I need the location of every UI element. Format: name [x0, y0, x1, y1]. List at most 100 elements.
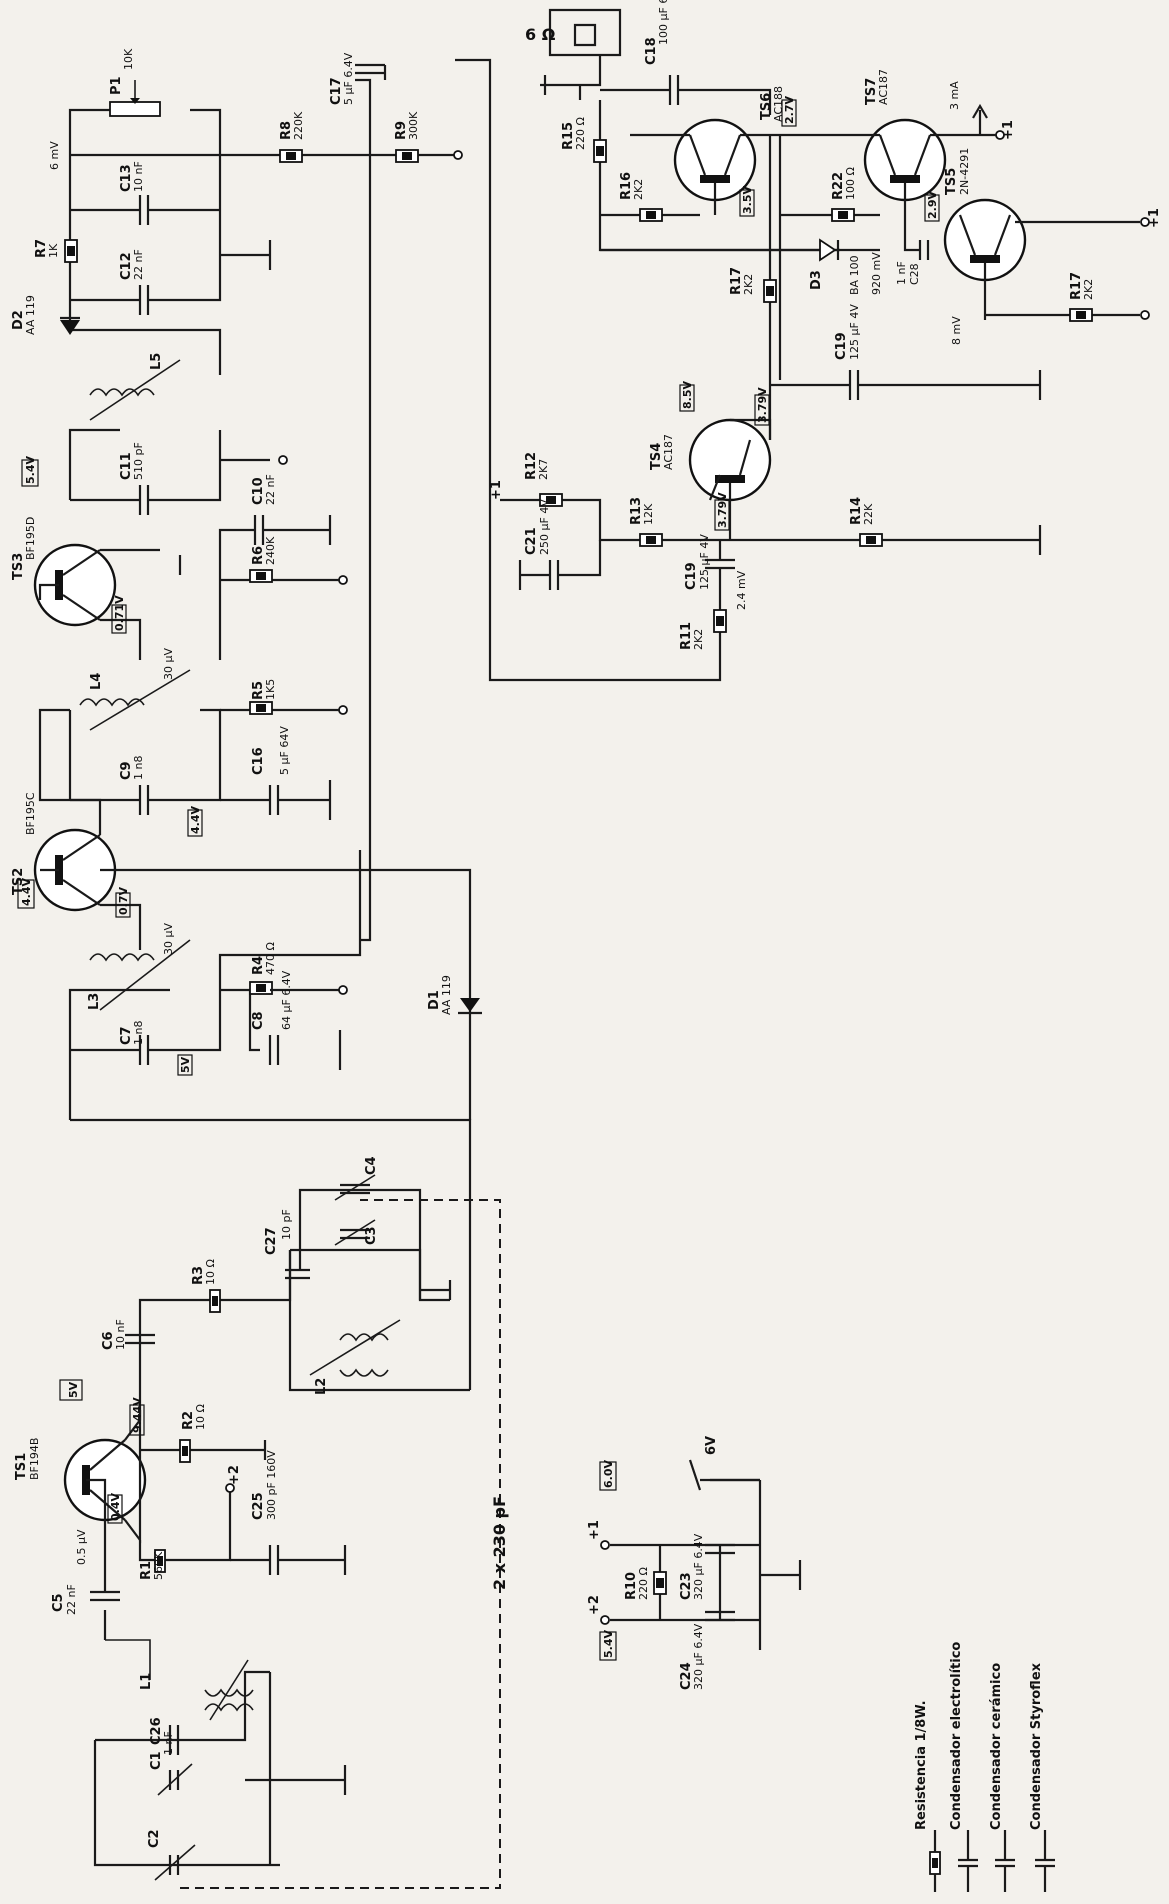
r2-label: R2	[181, 1411, 196, 1430]
ts7-transistor	[775, 118, 960, 215]
r12-value: 2K7	[537, 459, 550, 480]
ts7-type: AC187	[877, 69, 890, 105]
r3-value: 10 Ω	[204, 1259, 217, 1285]
d3-label: D3	[809, 270, 824, 290]
legend-electrolytic: Condensador electrolítico	[949, 1642, 964, 1830]
v-5v-box: 5V	[179, 1056, 192, 1073]
l2-label: L2	[314, 1378, 329, 1395]
d2-type: AA 119	[24, 295, 37, 335]
r10-value: 220 Ω	[637, 1567, 650, 1600]
c26-value: 1 nF	[162, 1731, 175, 1755]
r6-label: R6	[251, 546, 266, 565]
ts3-transistor	[33, 543, 160, 660]
ts2-emitter-v: 4.4V	[189, 806, 202, 834]
plus1-r12: +1	[489, 480, 504, 500]
c18-value: 250 µF 4V	[538, 499, 551, 555]
c12-label: C12	[119, 252, 134, 280]
af-feed-line	[455, 58, 722, 682]
plus1-ts7: +1	[1001, 120, 1016, 140]
v-24mv: 2.4 mV	[735, 570, 748, 610]
r16-label: R17	[729, 267, 744, 295]
legend	[929, 1830, 1055, 1892]
r10-label: R10	[624, 1572, 639, 1600]
ts3-label: TS3	[11, 553, 26, 580]
ts5-label: TS5	[944, 168, 959, 195]
r17-label: R17	[1069, 272, 1084, 300]
ts7-current: 3 mA	[948, 81, 961, 110]
c23-value: 320 µF 6.4V	[692, 1533, 705, 1600]
ts4-transistor	[688, 418, 772, 540]
c10-value: 22 nF	[264, 474, 277, 505]
ts1-vb: 0.4V	[109, 1493, 122, 1521]
l1-label: L1	[139, 1673, 154, 1690]
c17-label: C19	[684, 562, 699, 590]
r22-value: 100 Ω	[844, 167, 857, 200]
v-6mv: 6 mV	[48, 141, 61, 170]
v-30uv-b: 30 µV	[162, 648, 175, 680]
r4-value: 470 Ω	[264, 942, 277, 975]
c27-label: C27	[264, 1227, 279, 1255]
c1-label: C1	[149, 1751, 164, 1770]
c8-label: C8	[251, 1011, 266, 1030]
ts6-transistor	[630, 118, 775, 215]
battery-label: 6V	[704, 1436, 719, 1455]
c2-label: C2	[147, 1829, 162, 1848]
if-stage-2	[38, 669, 472, 960]
c28-label: C28	[908, 263, 921, 285]
c28-value: 1 nF	[895, 261, 908, 285]
ts2-vc: 4.4V	[20, 878, 33, 906]
c5-capacitor	[90, 1570, 120, 1640]
legend-resistor: Resistencia 1/8W.	[914, 1700, 929, 1830]
c24-value: 320 µF 6.4V	[692, 1623, 705, 1690]
c13-label: C13	[119, 164, 134, 192]
oscillator-tank	[285, 1174, 470, 1392]
ts2-type: BF195C	[24, 792, 37, 835]
ts4-label: TS4	[649, 443, 664, 470]
detector-filter	[64, 63, 463, 942]
ts4-vc: 3.79V	[756, 387, 769, 423]
ts1-vc: 9.44V	[131, 1397, 144, 1433]
plus2-ts1: +2	[227, 1465, 242, 1485]
c25-value: 300 pF 160V	[265, 1450, 278, 1520]
c19-value: 125 µF 4V	[848, 304, 861, 360]
c18-label: C21	[524, 527, 539, 555]
c11-label: C11	[119, 452, 134, 480]
if-stage-1	[68, 850, 362, 1120]
gang-link	[180, 1199, 501, 1889]
c17-value: 125 µF 4V	[698, 534, 711, 590]
c27-value: 10 pF	[280, 1209, 293, 1240]
l3-label: L3	[87, 993, 102, 1010]
r16-value: 2K2	[742, 274, 755, 295]
d1-type: AA 119	[440, 975, 453, 1015]
speaker	[540, 8, 622, 100]
ts2-transistor	[33, 770, 142, 950]
c15-value: 5 µF 64V	[278, 726, 291, 775]
antenna-tank	[93, 1639, 345, 1881]
ts1-type: BF194B	[28, 1438, 41, 1480]
c7-label: C7	[119, 1026, 134, 1045]
c6-label: C6	[101, 1331, 116, 1350]
ts4-vb: 8.5V	[681, 381, 694, 409]
c21-label: C18	[644, 37, 659, 65]
r2-value: 10 Ω	[194, 1404, 207, 1430]
r3-label: R3	[191, 1266, 206, 1285]
r19-value: 2K2	[632, 179, 645, 200]
r1-value: 560K	[152, 1551, 165, 1580]
r7-label: R7	[34, 239, 49, 258]
ts7-label: TS7	[864, 78, 879, 105]
ts5-transistor	[943, 198, 1140, 320]
ts6-label: TS6	[759, 93, 774, 120]
c9-label: C9	[119, 761, 134, 780]
ts4-ve: 3.79V	[716, 492, 729, 528]
c25-label: C25	[251, 1492, 266, 1520]
ts3-vc: 5.4V	[24, 456, 37, 484]
r5-value: 1K5	[264, 679, 277, 700]
c5-value: 22 nF	[65, 1584, 78, 1615]
r7-value: 1K	[47, 243, 60, 258]
p1-label: P1	[109, 76, 124, 95]
c16-value: 5 µF 6.4V	[342, 52, 355, 105]
r1-label: R1	[139, 1561, 154, 1580]
r14-value: 22K	[862, 503, 875, 525]
r9-label: R9	[394, 121, 409, 140]
r15-value: 220 Ω	[574, 117, 587, 150]
